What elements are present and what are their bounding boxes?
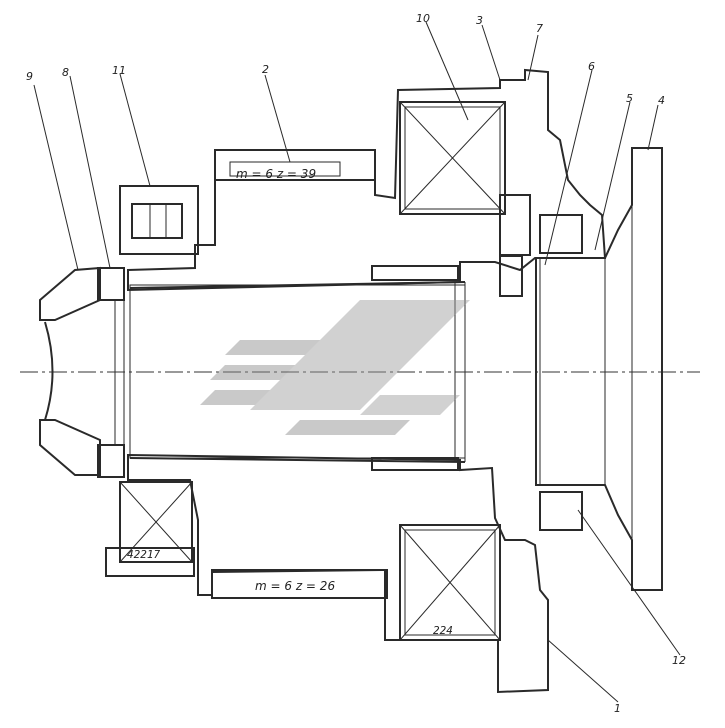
- cover-7: [499, 194, 531, 256]
- bearing-label-224: 224: [433, 624, 453, 637]
- part-label-3: 3: [476, 14, 483, 27]
- nut-9-lower: [39, 419, 101, 476]
- leader-lines: [33, 21, 681, 703]
- part-label-1: 1: [614, 702, 621, 715]
- part-label-9: 9: [26, 70, 33, 83]
- needle-bearing-11: [119, 185, 199, 255]
- bearing-label-42217: 42217: [127, 548, 160, 561]
- spline-key-lower: [371, 457, 459, 471]
- lock-washer-8: [97, 267, 125, 301]
- spacer-ring-12: [539, 491, 583, 531]
- bearing-upper-10: [399, 101, 506, 215]
- spline-key-upper: [371, 265, 459, 281]
- part-label-10: 10: [416, 12, 430, 25]
- nut-9: [39, 266, 101, 321]
- gear-teeth-lower: [211, 569, 388, 599]
- part-label-12: 12: [672, 654, 686, 667]
- part-label-5: 5: [626, 92, 633, 105]
- bearing-42217: [105, 481, 195, 577]
- spacer-ring-5: [539, 214, 583, 254]
- part-label-4: 4: [658, 94, 665, 107]
- gear-teeth-upper: [214, 149, 376, 181]
- part-label-2: 2: [262, 63, 269, 76]
- logo-watermark-icon: [200, 300, 470, 435]
- part-label-8: 8: [62, 66, 69, 79]
- part-label-11: 11: [112, 64, 126, 77]
- part-label-6: 6: [588, 60, 595, 73]
- seal-ring-6: [499, 255, 523, 297]
- gear-spec-lower: m = 6 z = 26: [255, 579, 335, 593]
- gear-spec-upper: m = 6 z = 39: [236, 167, 316, 181]
- lock-washer-8-lower: [97, 444, 125, 478]
- bearing-224: [399, 524, 501, 641]
- part-label-7: 7: [536, 22, 543, 35]
- shaft-body-lower: [127, 453, 549, 694]
